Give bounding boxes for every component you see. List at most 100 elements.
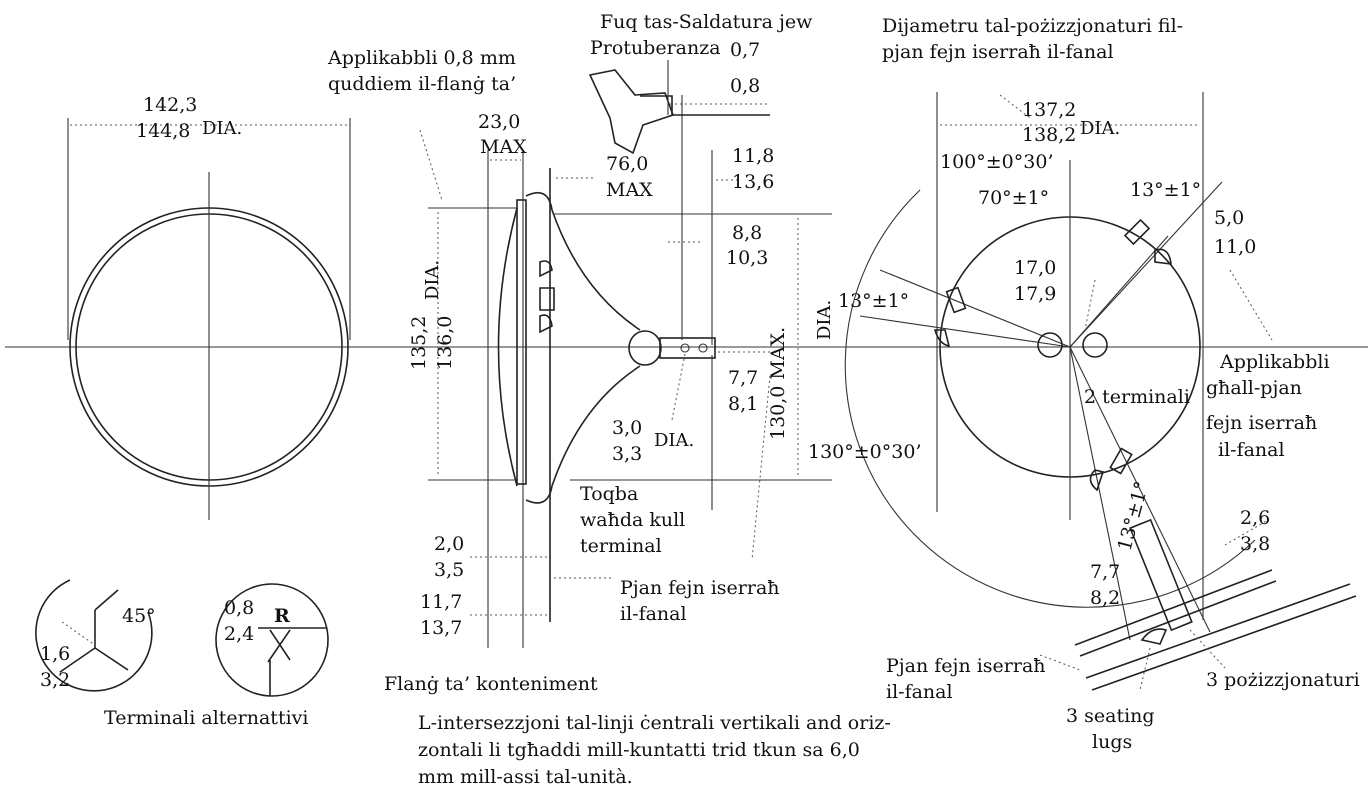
lugs-label-2: lugs bbox=[1092, 731, 1132, 753]
depth-top: 23,0 bbox=[478, 111, 520, 133]
rear-leader-6 bbox=[1084, 279, 1096, 331]
positioner-tab bbox=[1129, 518, 1193, 632]
rear-title-2: pjan fejn iserraħ il-fanal bbox=[882, 41, 1114, 63]
plane-line-4 bbox=[1091, 595, 1357, 691]
rear-leader-3 bbox=[1189, 629, 1226, 669]
solder-wire bbox=[640, 95, 770, 116]
hole-unit: DIA. bbox=[654, 430, 694, 451]
flange-a-top: 2,0 bbox=[434, 533, 464, 555]
length-top: 76,0 bbox=[606, 153, 648, 175]
hole-note-3: terminal bbox=[580, 535, 662, 557]
rear-lug-1 bbox=[1123, 218, 1151, 246]
rear-title-1: Dijametru tal-pożizzjonaturi fil- bbox=[882, 15, 1183, 37]
terminal-hole-1 bbox=[680, 343, 690, 353]
rear-dia-bottom: 138,2 bbox=[1022, 124, 1076, 146]
rear-dia-unit: DIA. bbox=[1080, 118, 1120, 139]
solder-detail bbox=[588, 69, 675, 155]
two-terminals: 2 terminali bbox=[1084, 386, 1190, 408]
side-view: Applikabbli 0,8 mm quddiem il-flanġ ta’ … bbox=[327, 11, 835, 695]
rear-d4-top: 7,7 bbox=[1090, 561, 1120, 583]
terminal-hole-2 bbox=[698, 343, 708, 353]
rear-terminal-1 bbox=[1037, 332, 1063, 358]
hole-leader bbox=[671, 353, 686, 421]
term-a-bottom: 13,6 bbox=[732, 171, 774, 193]
flange-caption: Flanġ ta’ konteniment bbox=[384, 673, 598, 695]
rear-leader-5 bbox=[1039, 654, 1081, 671]
rear-d2-top: 17,0 bbox=[1014, 257, 1056, 279]
radial-70 bbox=[1069, 181, 1223, 348]
seating-lug bbox=[1140, 628, 1168, 645]
radial-left bbox=[879, 269, 1071, 348]
flange-b-bottom: 13,7 bbox=[420, 617, 462, 639]
solder-bottom: 0,8 bbox=[730, 75, 760, 97]
plane-line-2 bbox=[1079, 580, 1277, 657]
body-dia-unit: DIA. bbox=[422, 260, 443, 300]
rear-d3-bottom: 3,8 bbox=[1240, 533, 1270, 555]
hole-note-2: waħda kull bbox=[580, 509, 685, 531]
radial-bottom-b bbox=[1069, 346, 1131, 641]
rear-leader-2 bbox=[1224, 519, 1269, 546]
length-bottom: MAX bbox=[606, 179, 653, 201]
rear-plane-note-1: Pjan fejn iserraħ bbox=[886, 655, 1046, 677]
rear-lug-2 bbox=[1154, 248, 1172, 265]
angle-130: 130°±0°30’ bbox=[808, 441, 922, 463]
front-dim-bottom: 144,8 bbox=[136, 120, 190, 142]
plane-note-2: il-fanal bbox=[620, 603, 687, 625]
footnote-line-3: mm mill-assi tal-unità. bbox=[418, 766, 633, 788]
angle-13c: 13°±1° bbox=[1114, 479, 1154, 553]
flange-b-top: 11,7 bbox=[420, 591, 462, 613]
rear-leader-7 bbox=[999, 94, 1031, 119]
lug-lower bbox=[539, 314, 553, 334]
rear-lug-3 bbox=[945, 286, 967, 314]
terminal-r-top: 0,8 bbox=[224, 597, 254, 619]
rear-lug-5 bbox=[1109, 447, 1133, 475]
footnote-line-1: L-intersezzjoni tal-linji ċentrali verti… bbox=[418, 712, 891, 734]
terminal-a-bottom: 3,2 bbox=[40, 669, 70, 691]
terminal-a-y-arm bbox=[94, 647, 129, 671]
lug-upper bbox=[539, 260, 555, 311]
lens-front bbox=[497, 207, 518, 487]
rear-d3-top: 2,6 bbox=[1240, 507, 1270, 529]
term-b-bottom: 10,3 bbox=[726, 247, 768, 269]
lugs-label-1: 3 seating bbox=[1066, 705, 1155, 727]
angle-70: 70°±1° bbox=[978, 187, 1049, 209]
alternative-terminals: 45° 1,6 3,2 0,8 2,4 R Terminali alternat… bbox=[35, 579, 329, 729]
terminal-r-cross-2 bbox=[267, 629, 291, 663]
rear-d4-bottom: 8,2 bbox=[1090, 587, 1120, 609]
rear-leader-4 bbox=[1139, 647, 1151, 691]
note-leader-1 bbox=[419, 129, 443, 201]
rear-lug-4 bbox=[933, 329, 951, 348]
plane-line-3 bbox=[1085, 583, 1351, 679]
height-unit: DIA. bbox=[814, 300, 835, 340]
lamp-neck bbox=[628, 330, 662, 366]
terminal-angle-label: 45° bbox=[122, 605, 156, 627]
solder-note-2: Protuberanza bbox=[590, 37, 721, 59]
lamp-body-bottom bbox=[525, 365, 641, 504]
terminal-a-top: 1,6 bbox=[40, 643, 70, 665]
rear-d1-top: 5,0 bbox=[1214, 207, 1244, 229]
flange-note-2: quddiem il-flanġ ta’ bbox=[328, 73, 516, 95]
term-a-top: 11,8 bbox=[732, 145, 774, 167]
solder-note-1: Fuq tas-Saldatura jew bbox=[600, 11, 813, 33]
flange-note-1: Applikabbli 0,8 mm bbox=[327, 47, 516, 69]
terminal-a-dim bbox=[61, 621, 96, 646]
terminal-block bbox=[659, 337, 716, 359]
angle-13b: 13°±1° bbox=[838, 290, 909, 312]
positioners-label: 3 pożizzjonaturi bbox=[1206, 669, 1360, 691]
body-dia-bottom: 136,0 bbox=[434, 316, 456, 370]
term-c-bottom: 8,1 bbox=[728, 393, 758, 415]
rear-d1-bottom: 11,0 bbox=[1214, 236, 1256, 258]
radial-left-b bbox=[859, 315, 1071, 348]
body-dia-top: 135,2 bbox=[408, 316, 430, 370]
flange bbox=[516, 199, 527, 485]
footnote-line-2: zontali li tgħaddi mill-kuntatti trid tk… bbox=[418, 739, 860, 761]
lug-leader bbox=[751, 375, 771, 561]
hole-top: 3,0 bbox=[612, 417, 642, 439]
flange-a-bottom: 3,5 bbox=[434, 559, 464, 581]
plane-note-1: Pjan fejn iserraħ bbox=[620, 577, 780, 599]
front-view: 142,3 144,8 DIA. bbox=[67, 94, 351, 520]
rear-terminal-2 bbox=[1082, 332, 1108, 358]
rear-leader-1 bbox=[1229, 269, 1273, 341]
lamp-body-top bbox=[525, 191, 641, 331]
